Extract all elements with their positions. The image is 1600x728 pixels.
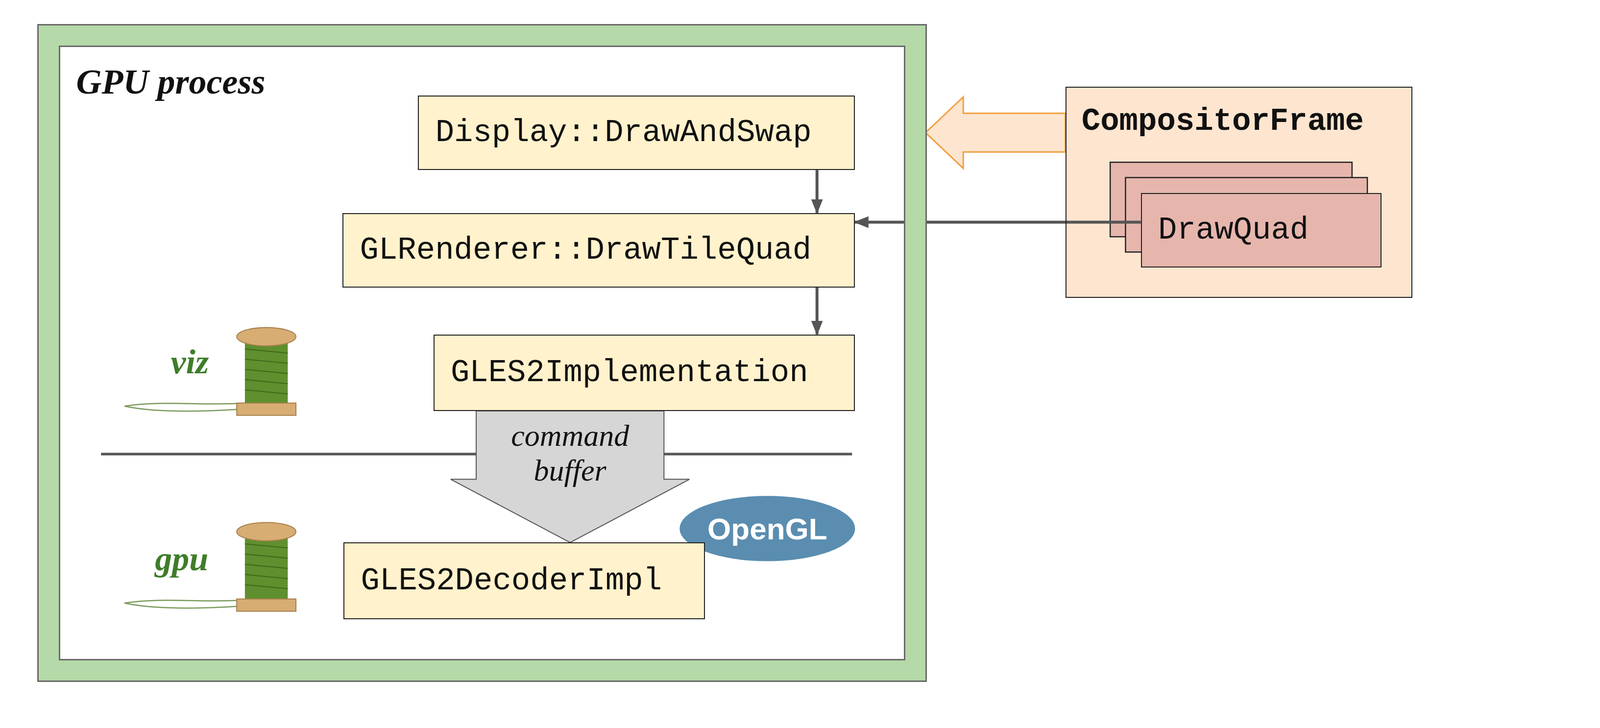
code-name: Display::DrawAndSwap [435, 115, 812, 151]
frame-box: DrawQuad CompositorFrame [1065, 86, 1413, 298]
frame-title: CompositorFrame [1081, 103, 1364, 140]
code-name: GLES2Implementation [450, 355, 809, 391]
function-box: GLRenderer::DrawTileQuad [342, 213, 855, 288]
code-name: GLES2DecoderImpl [361, 563, 663, 599]
function-box: Display::DrawAndSwap [417, 95, 855, 170]
quad-card: DrawQuad [1140, 193, 1382, 268]
call-arrow [815, 169, 819, 213]
opengl-logo [679, 495, 855, 561]
process-frame: Display::DrawAndSwapGLRenderer::DrawTile… [38, 25, 926, 681]
edge-label: command buffer [496, 418, 644, 488]
frame-fill [1065, 86, 1413, 298]
process-title: GPU process [76, 61, 266, 103]
class-box: GLES2DecoderImpl [343, 542, 705, 619]
code-name: DrawQuad [1158, 212, 1309, 248]
logo-text: OpenGL [707, 510, 828, 546]
command-buffer-arrow [450, 411, 690, 543]
thread-name: gpu [154, 539, 209, 579]
thread-spool [124, 522, 296, 611]
call-arrow [854, 220, 1141, 224]
code-name: GLRenderer::DrawTileQuad [360, 232, 812, 268]
call-arrow [815, 287, 819, 335]
class-box: GLES2Implementation [433, 334, 855, 412]
thread-name: viz [170, 342, 210, 382]
thread-spool [124, 327, 296, 416]
frame-submit-arrow [925, 96, 1066, 169]
